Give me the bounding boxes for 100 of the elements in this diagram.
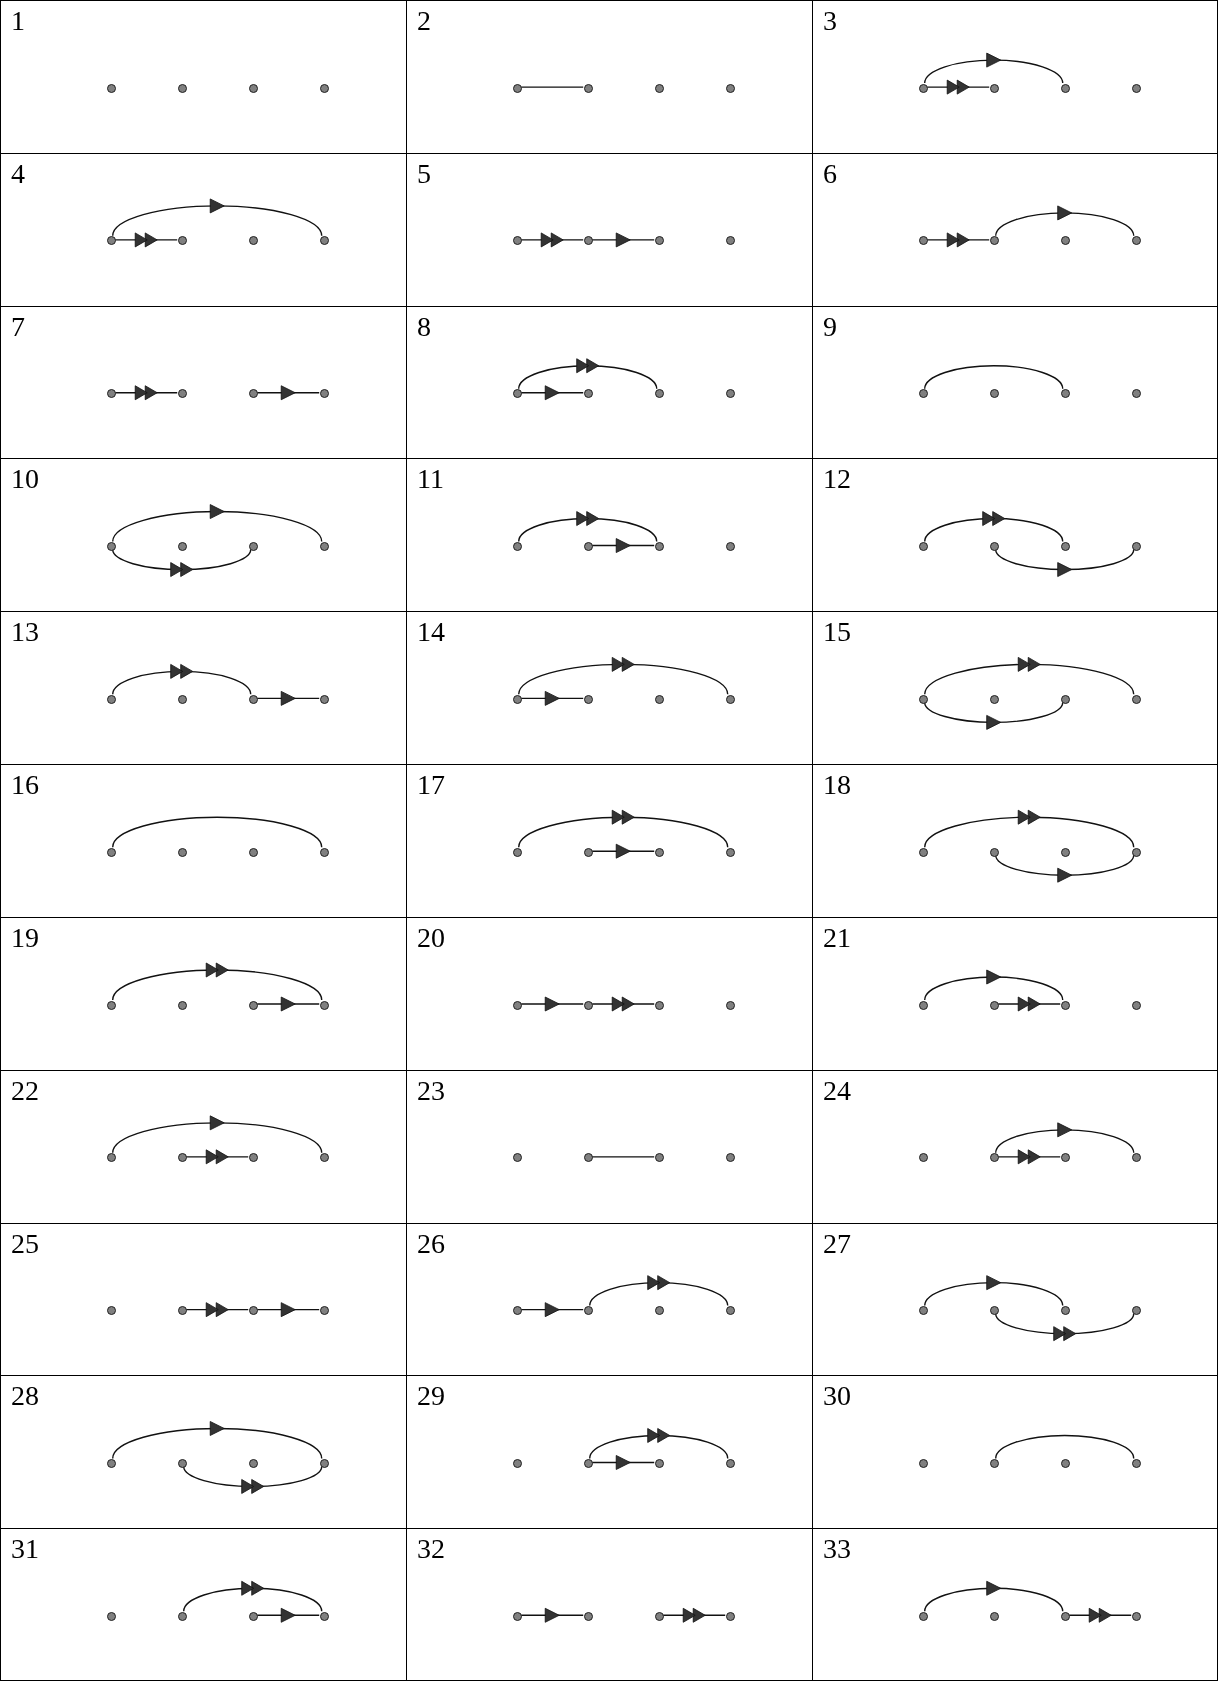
arrow [520, 385, 584, 401]
vertex-dot [726, 542, 736, 552]
arrow [924, 657, 1135, 696]
arrow [589, 1428, 729, 1460]
panel-number: 16 [11, 769, 39, 802]
vertex-dot [584, 83, 594, 93]
panel-number: 2 [417, 5, 431, 37]
diagram-panel [812, 305, 1218, 460]
panel-number: 25 [11, 1227, 39, 1260]
diagram-panel [812, 458, 1218, 613]
vertex-dot [655, 694, 665, 704]
panel-number: 31 [11, 1533, 39, 1566]
vertex-dot [655, 1306, 665, 1316]
vertex-dot [1132, 389, 1142, 399]
vertex-dot [584, 847, 594, 857]
panel-number: 9 [823, 310, 837, 343]
vertex-dot [107, 389, 117, 399]
vertex-dot [178, 1000, 188, 1010]
vertex-dot [1061, 1153, 1071, 1163]
vertex-dot [726, 236, 736, 246]
vertex-dot [249, 1000, 259, 1010]
connector-line [520, 86, 584, 88]
vertex-dot [726, 1153, 736, 1163]
panel-number: 7 [11, 310, 25, 343]
panel-number: 4 [11, 157, 25, 190]
vertex-dot [990, 847, 1000, 857]
panel-number: 14 [417, 616, 445, 649]
arrow [589, 1275, 729, 1307]
diagram-panel [812, 764, 1218, 919]
arrow [926, 79, 990, 95]
vertex-dot [320, 83, 330, 93]
diagram-panel [812, 1069, 1218, 1225]
panel-number: 20 [417, 921, 445, 954]
vertex-dot [1132, 1458, 1142, 1468]
panel-number: 3 [823, 5, 837, 37]
vertex-dot [655, 389, 665, 399]
vertex-dot [107, 83, 117, 93]
vertex-dot [584, 1000, 594, 1010]
vertex-dot [919, 694, 929, 704]
vertex-dot [249, 1611, 259, 1621]
arrow [995, 548, 1135, 577]
panel-number: 30 [823, 1380, 851, 1413]
panel-number: 10 [11, 463, 39, 496]
vertex-dot [655, 1153, 665, 1163]
vertex-dot [1061, 847, 1071, 857]
vertex-dot [1132, 542, 1142, 552]
vertex-dot [1132, 236, 1142, 246]
vertex-dot [1132, 1611, 1142, 1621]
arrow [112, 504, 323, 543]
vertex-dot [1061, 1458, 1071, 1468]
vertex-dot [919, 1153, 929, 1163]
vertex-dot [320, 542, 330, 552]
vertex-dot [178, 1611, 188, 1621]
vertex-dot [320, 694, 330, 704]
vertex-dot [726, 694, 736, 704]
vertex-dot [249, 1458, 259, 1468]
vertex-dot [1061, 1306, 1071, 1316]
diagram-panel [406, 1528, 814, 1681]
vertex-dot [655, 847, 665, 857]
arrow [518, 657, 729, 696]
vertex-dot [249, 236, 259, 246]
vertex-dot [249, 542, 259, 552]
vertex-dot [320, 847, 330, 857]
arrow [185, 1302, 249, 1318]
vertex-dot [249, 1153, 259, 1163]
panel-number: 6 [823, 157, 837, 190]
panel-number: 11 [417, 463, 444, 496]
panel-number: 21 [823, 921, 851, 954]
vertex-dot [655, 1611, 665, 1621]
arrow [518, 511, 658, 543]
vertex-dot [178, 236, 188, 246]
vertex-dot [107, 694, 117, 704]
vertex-dot [990, 389, 1000, 399]
panel-number: 8 [417, 310, 431, 343]
vertex-dot [990, 236, 1000, 246]
vertex-dot [249, 389, 259, 399]
vertex-dot [1061, 389, 1071, 399]
vertex-dot [990, 542, 1000, 552]
vertex-dot [513, 83, 523, 93]
vertex-dot [320, 1306, 330, 1316]
vertex-dot [320, 1153, 330, 1163]
panel-number: 22 [11, 1074, 39, 1107]
vertex-dot [919, 847, 929, 857]
vertex-dot [584, 1306, 594, 1316]
vertex-dot [513, 1000, 523, 1010]
vertex-dot [107, 847, 117, 857]
vertex-dot [107, 1458, 117, 1468]
arrow [995, 1313, 1135, 1342]
arrow [924, 511, 1064, 543]
arrow [995, 1122, 1135, 1154]
vertex-dot [990, 694, 1000, 704]
vertex-dot [726, 1611, 736, 1621]
panel-number: 19 [11, 921, 39, 954]
arrow [591, 996, 655, 1012]
panel-number: 28 [11, 1380, 39, 1413]
vertex-dot [584, 1611, 594, 1621]
arrow [185, 1149, 249, 1165]
diagram-panel [406, 1375, 814, 1530]
arrow [520, 996, 584, 1012]
vertex-dot [513, 694, 523, 704]
